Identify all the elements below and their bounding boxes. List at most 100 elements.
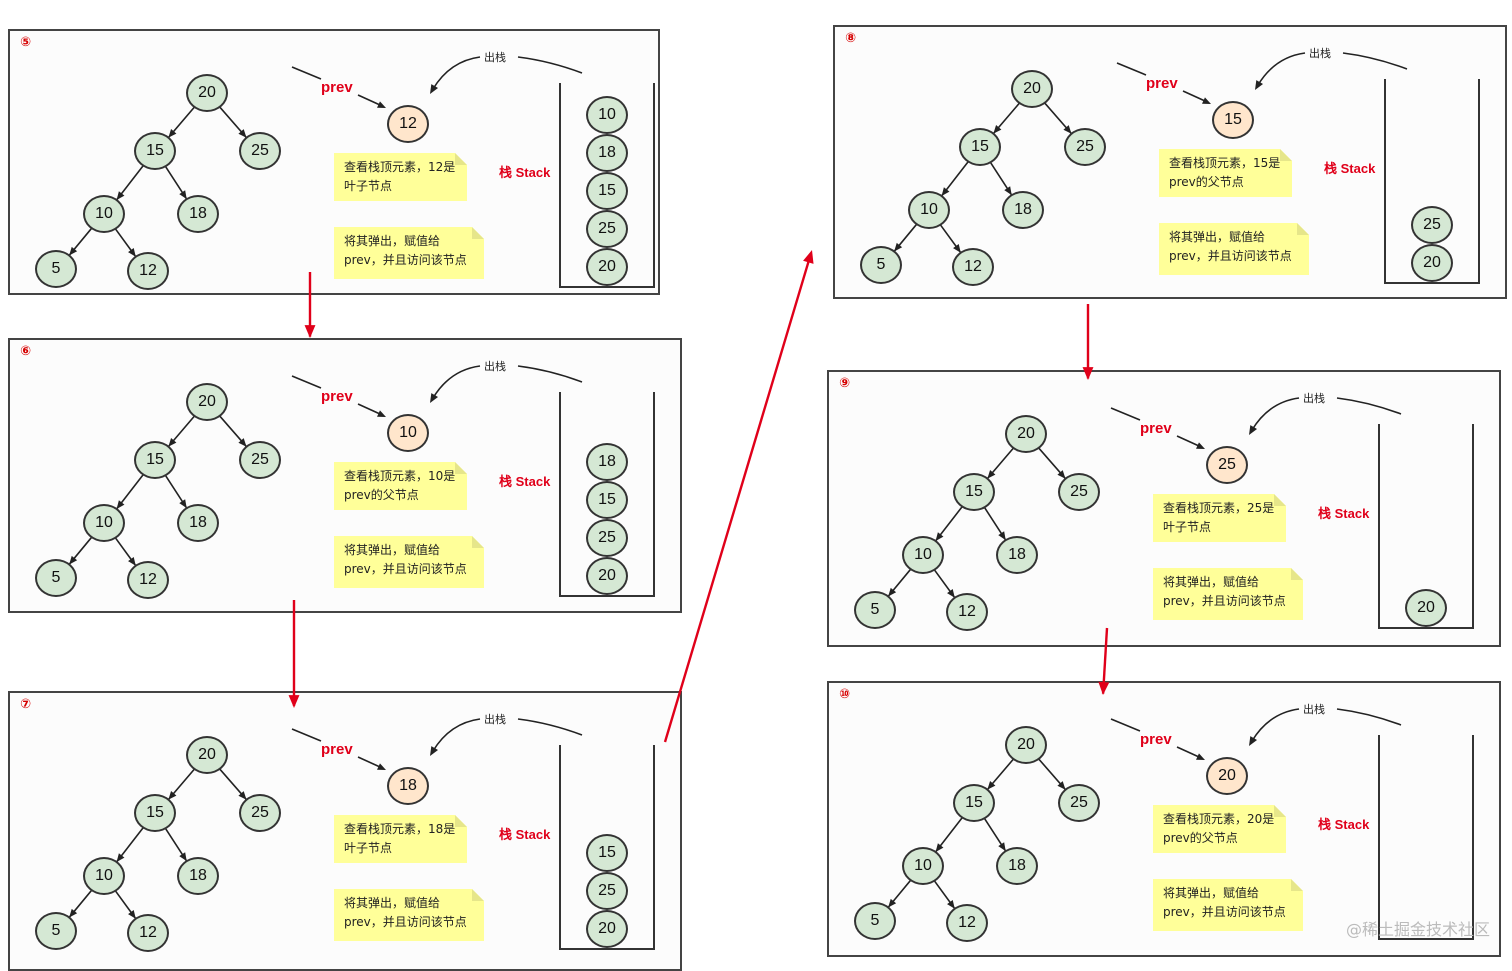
- stack-item: 20: [586, 910, 628, 948]
- tree-node: 25: [239, 794, 281, 832]
- note-pop-visit: 将其弹出，赋值给 prev，并且访问该节点: [334, 227, 484, 279]
- pop-arrowhead: [1249, 425, 1258, 435]
- current-node: 20: [1206, 757, 1248, 795]
- note-line: 将其弹出，赋值给: [344, 543, 441, 557]
- prev-arrowhead: [377, 410, 386, 417]
- tree-edge: [1036, 757, 1067, 791]
- flow-arrow-line-3: [663, 259, 811, 743]
- note-line: prev的父节点: [1163, 831, 1238, 845]
- tree-node: 25: [1058, 784, 1100, 822]
- tree-node: 15: [953, 473, 995, 511]
- tree-node: 20: [1005, 415, 1047, 453]
- tree-node: 15: [953, 784, 995, 822]
- pop-curve-right: [1336, 397, 1402, 415]
- prev-arrowhead: [377, 763, 386, 770]
- tree-edge: [163, 164, 188, 200]
- tree-node: 18: [177, 504, 219, 542]
- step-number: ⑧: [845, 31, 857, 46]
- pop-curve-left: [1251, 708, 1300, 742]
- tree-node: 15: [134, 441, 176, 479]
- pop-label: 出栈: [484, 714, 506, 726]
- tree-edge: [68, 535, 94, 565]
- prev-label: prev: [321, 388, 353, 405]
- tree-node: 20: [1005, 726, 1047, 764]
- tree-edge: [887, 567, 913, 597]
- stack-label: 栈 Stack: [499, 474, 551, 489]
- prev-line: [291, 66, 322, 80]
- stack-container: [1378, 735, 1474, 940]
- tree-node: 12: [952, 248, 994, 286]
- tree-edge: [68, 888, 94, 918]
- prev-arrowhead: [1196, 753, 1205, 760]
- stack-item: 25: [1411, 206, 1453, 244]
- tree-node: 10: [83, 195, 125, 233]
- note-line: prev，并且访问该节点: [1169, 249, 1292, 263]
- note-line: 查看栈顶元素，18是: [344, 822, 456, 836]
- pop-arrowhead: [430, 84, 439, 94]
- tree-node: 5: [35, 559, 77, 597]
- stack-item: 25: [586, 519, 628, 557]
- stack-label: 栈 Stack: [1324, 161, 1376, 176]
- current-node: 10: [387, 414, 429, 452]
- prev-line: [1110, 407, 1141, 421]
- tree-node: 10: [902, 847, 944, 885]
- tree-node: 20: [186, 74, 228, 112]
- note-line: 将其弹出，赋值给: [344, 234, 441, 248]
- pop-curve-left: [1251, 397, 1300, 431]
- stack-item: 18: [586, 134, 628, 172]
- note-line: 查看栈顶元素，20是: [1163, 812, 1275, 826]
- prev-arrowhead: [1202, 97, 1211, 104]
- tree-edge: [115, 472, 145, 510]
- pop-label: 出栈: [1303, 704, 1325, 716]
- stack-label: 栈 Stack: [499, 165, 551, 180]
- tree-edge: [217, 767, 248, 801]
- pop-curve-right: [517, 56, 583, 74]
- prev-arrow-line: [1176, 746, 1200, 758]
- tree-edge: [893, 222, 919, 252]
- stack-item: 20: [1405, 589, 1447, 627]
- tree-edge: [934, 504, 964, 542]
- tree-edge: [163, 826, 188, 862]
- watermark: @稀土掘金技术社区: [1345, 920, 1490, 939]
- tree-node: 5: [854, 902, 896, 940]
- pop-label: 出栈: [1303, 393, 1325, 405]
- step-number: ⑨: [839, 376, 851, 391]
- note-line: 查看栈顶元素，10是: [344, 469, 456, 483]
- pop-curve-right: [517, 365, 583, 383]
- tree-node: 10: [902, 536, 944, 574]
- stack-item: 20: [1411, 244, 1453, 282]
- stack-item: 10: [586, 96, 628, 134]
- note-line: prev，并且访问该节点: [1163, 594, 1286, 608]
- tree-edge: [113, 888, 137, 920]
- pop-label: 出栈: [484, 361, 506, 373]
- tree-node: 15: [134, 132, 176, 170]
- pop-curve-left: [432, 56, 481, 90]
- pop-curve-right: [1336, 708, 1402, 726]
- note-line: 叶子节点: [344, 841, 393, 855]
- note-check-top: 查看栈顶元素，25是叶子节点: [1153, 494, 1286, 542]
- tree-node: 5: [854, 591, 896, 629]
- tree-edge: [932, 567, 956, 599]
- note-line: prev，并且访问该节点: [344, 253, 467, 267]
- prev-arrow-line: [357, 94, 381, 106]
- current-node: 12: [387, 105, 429, 143]
- tree-edge: [988, 160, 1013, 196]
- pop-curve-right: [1342, 52, 1408, 70]
- tree-edge: [113, 535, 137, 567]
- pop-arrowhead: [1255, 80, 1264, 90]
- tree-edge: [167, 767, 197, 801]
- tree-node: 12: [127, 914, 169, 952]
- tree-node: 18: [177, 195, 219, 233]
- note-line: prev，并且访问该节点: [344, 915, 467, 929]
- step-number: ⑦: [20, 697, 32, 712]
- tree-node: 15: [959, 128, 1001, 166]
- prev-label: prev: [1140, 731, 1172, 748]
- stack-item: 15: [586, 834, 628, 872]
